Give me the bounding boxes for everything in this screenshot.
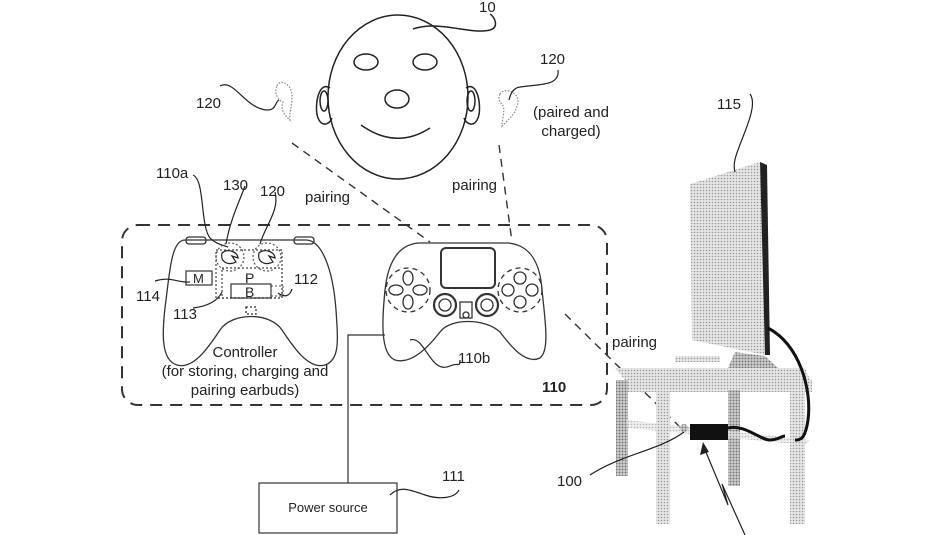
table	[615, 368, 812, 524]
leader-line-114	[154, 278, 191, 283]
earbud-compartments	[215, 242, 283, 299]
controller-a-outline	[162, 236, 339, 367]
pairing-label-display: pairing	[612, 334, 658, 351]
connector-box	[270, 285, 284, 297]
power-source-label: Power source	[288, 500, 368, 515]
ref-label-111: 111	[442, 468, 465, 485]
leader-line-111	[389, 488, 460, 499]
ref-label-113: 113	[173, 306, 197, 323]
leader-line-130	[225, 185, 246, 245]
earbuds-status-note: (paired and charged)	[533, 104, 609, 140]
ref-label-100: 100	[557, 473, 583, 490]
ref-label-120-right: 120	[540, 51, 566, 68]
display-power-cable	[767, 326, 811, 442]
power-source-box	[258, 482, 398, 534]
processor-label: P	[245, 270, 255, 286]
ref-label-110: 110	[542, 379, 567, 396]
wireless-signal-arrow	[702, 444, 746, 535]
battery-label: B	[245, 284, 255, 300]
leader-line-100	[589, 431, 685, 476]
system-boundary-box	[121, 224, 608, 406]
user-head	[315, 13, 497, 180]
leader-line-110b	[409, 339, 461, 368]
dongle-cable	[727, 425, 786, 442]
earbud-right	[498, 90, 519, 128]
leader-line-112	[277, 288, 293, 297]
ref-label-120-controller: 120	[260, 183, 286, 200]
leader-line-113	[192, 291, 223, 309]
battery-box	[230, 283, 272, 299]
ref-label-114: 114	[136, 288, 160, 305]
ref-label-120-left: 120	[196, 95, 222, 112]
leader-line-115	[733, 93, 754, 173]
pairing-label-right: pairing	[452, 177, 498, 194]
controller-caption-line3: pairing earbuds)	[190, 382, 300, 399]
power-cable	[347, 334, 385, 483]
wireless-arrow-head	[700, 442, 709, 455]
controller-b-outline	[382, 242, 547, 362]
earbud-left	[275, 81, 293, 122]
ref-label-10: 10	[479, 0, 496, 16]
dongle-device	[690, 424, 728, 440]
controller-caption-line2: (for storing, charging and	[161, 363, 329, 380]
leader-line-120	[259, 191, 277, 245]
motor-box	[185, 270, 213, 286]
display-tv	[675, 162, 778, 368]
ref-label-110b: 110b	[458, 350, 491, 367]
leader-line-earbud-left	[219, 84, 280, 111]
ref-label-115: 115	[717, 96, 741, 113]
leader-line-earbud-right	[508, 69, 559, 101]
pairing-label-left: pairing	[305, 189, 351, 206]
ref-label-110a: 110a	[156, 165, 189, 182]
controller-caption: Controller (for storing, charging and pa…	[125, 343, 365, 400]
ref-label-130: 130	[223, 177, 249, 194]
controller-caption-line1: Controller	[212, 344, 278, 361]
motor-label: M	[193, 271, 204, 286]
ref-label-112: 112	[294, 271, 318, 288]
